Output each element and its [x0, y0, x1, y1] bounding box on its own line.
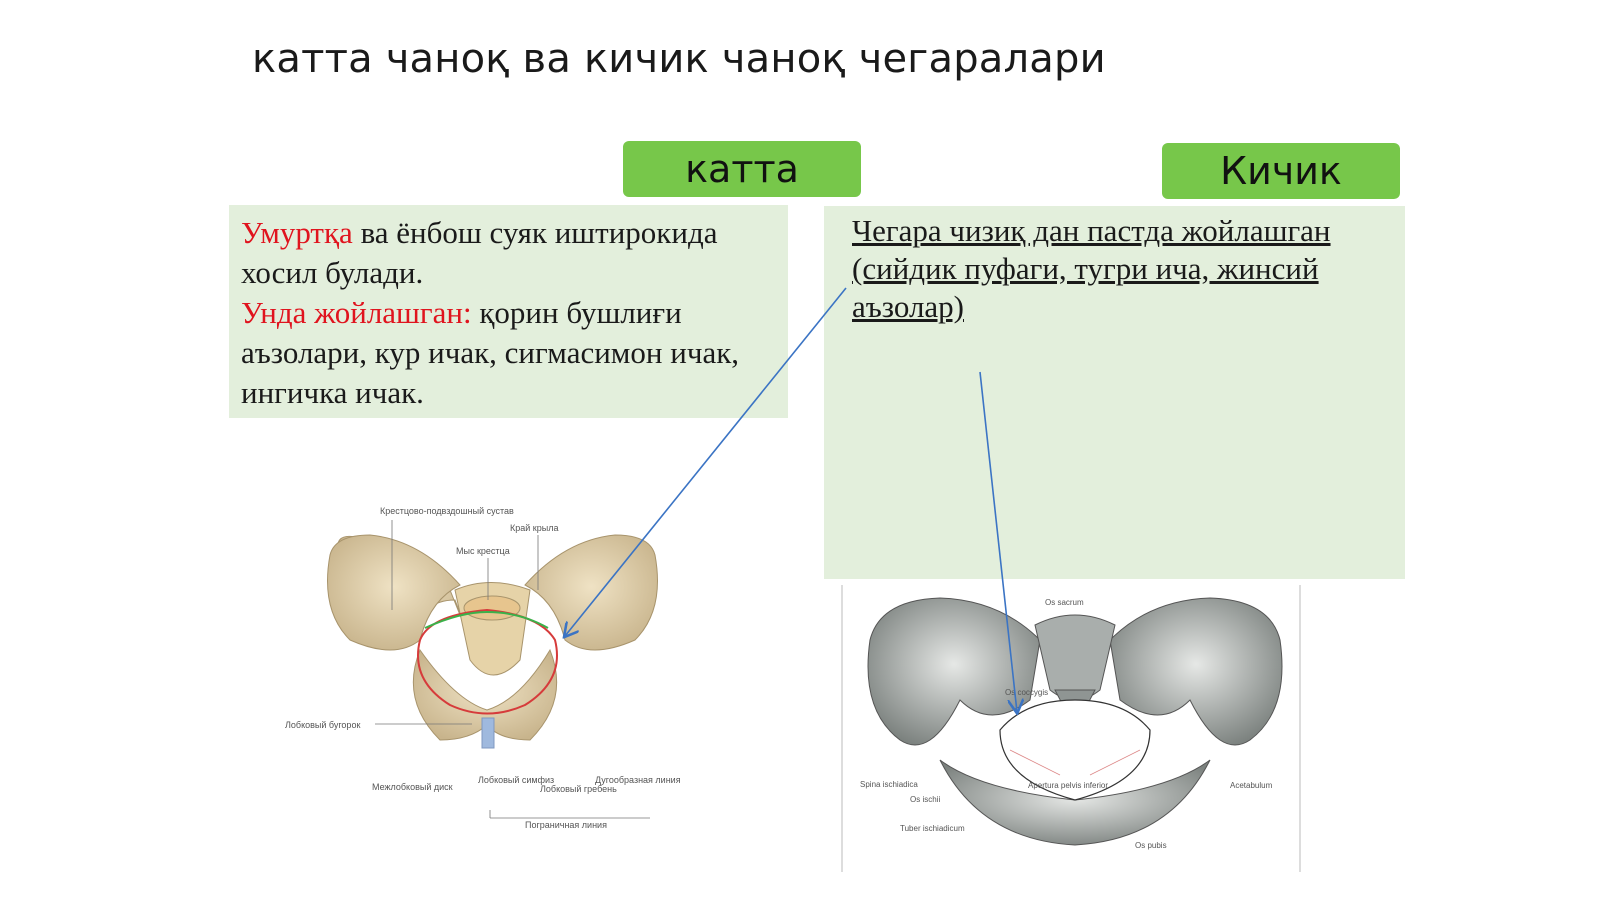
- label-acetabulum: Acetabulum: [1230, 781, 1273, 790]
- label-apertura: Apertura pelvis inferior: [1028, 781, 1108, 790]
- label-os-sacrum: Os sacrum: [1045, 598, 1084, 607]
- label-terminal-line: Пограничная линия: [525, 820, 607, 830]
- arrow-to-small-pelvis: [979, 371, 1017, 712]
- large-pelvis-description: Умуртқа ва ёнбош суяк иштирокида хосил б…: [229, 205, 788, 418]
- organs-text: қорин бушлиғи аъзолари, кур ичак, сигмас…: [241, 295, 740, 410]
- small-pelvis-description: Чегара чизиқ дан пастда жойлашган (сийди…: [824, 206, 1405, 579]
- label-os-pubis: Os pubis: [1135, 841, 1167, 850]
- label-promontory: Мыс крестца: [456, 546, 510, 556]
- arrow-to-large-pelvis: [565, 287, 847, 636]
- label-interpubic-disc: Межлобковый диск: [372, 782, 453, 792]
- small-pelvis-illustration: Os sacrum Os coccygis Spina ischiadica O…: [841, 585, 1301, 872]
- small-pelvis-label: Кичик: [1162, 143, 1400, 199]
- label-os-ischii: Os ischii: [910, 795, 940, 804]
- label-pecten: Лобковый гребень: [540, 784, 617, 794]
- located-term: Унда жойлашган:: [241, 295, 472, 330]
- label-arcuate-line: Дугообразная линия: [595, 775, 681, 785]
- label-pubic-tubercle: Лобковый бугорок: [285, 720, 360, 730]
- label-spina-ischiadica: Spina ischiadica: [860, 780, 918, 789]
- large-pelvis-label: катта: [623, 141, 861, 197]
- label-iliac-crest: Край крыла: [510, 523, 558, 533]
- label-os-coccygis: Os coccygis: [1005, 688, 1048, 697]
- slide-title: катта чаноқ ва кичик чаноқ чегаралари: [252, 36, 1106, 82]
- large-pelvis-illustration: Крестцово-подвздошный сустав Край крыла …: [285, 506, 681, 830]
- vertebra-term: Умуртқа: [241, 215, 353, 250]
- formation-text: ва ёнбош суяк иштирокида хосил булади.: [241, 215, 718, 290]
- small-pelvis-text: Чегара чизиқ дан пастда жойлашган (сийди…: [852, 213, 1331, 324]
- label-symphysis: Лобковый симфиз: [478, 775, 554, 785]
- label-tuber-ischiadicum: Tuber ischiadicum: [900, 824, 965, 833]
- label-sacroiliac: Крестцово-подвздошный сустав: [380, 506, 514, 516]
